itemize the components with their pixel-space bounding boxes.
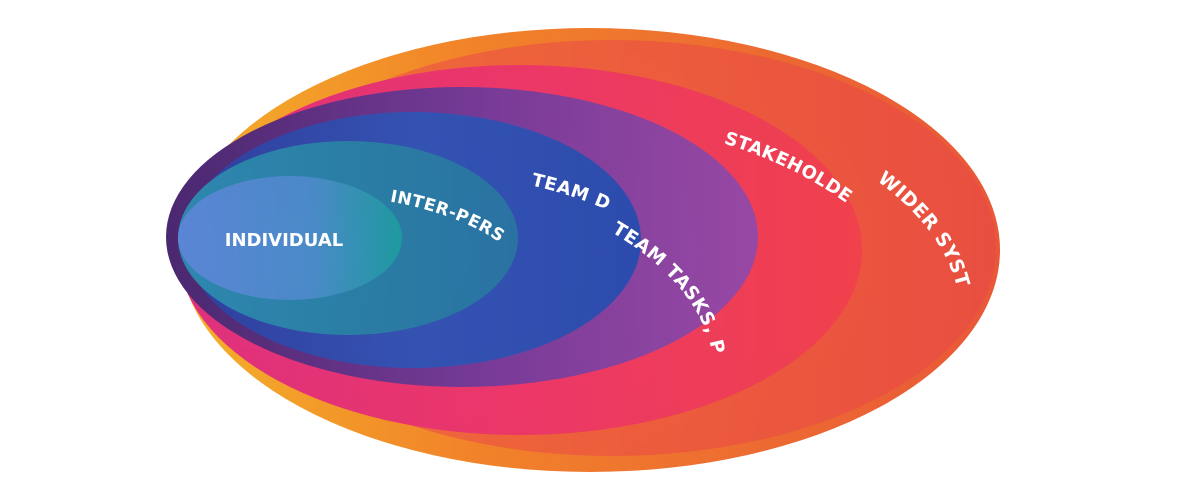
label-individual: INDIVIDUAL: [225, 230, 343, 251]
shading-overlay: [180, 28, 1000, 472]
